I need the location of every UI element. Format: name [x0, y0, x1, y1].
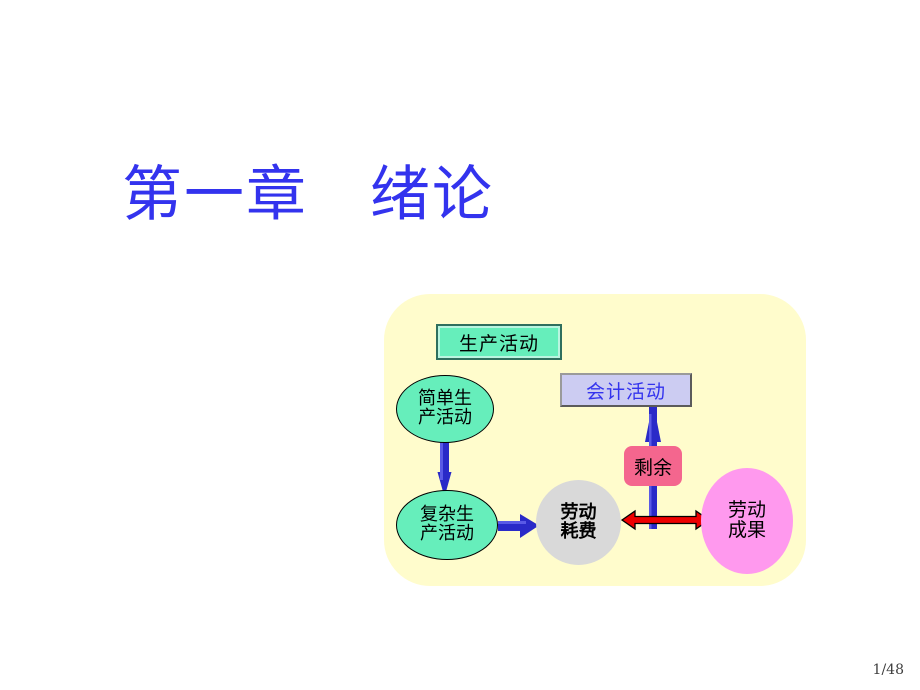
node-labor-result-label-line1: 劳动 [727, 499, 766, 522]
arrow-complex-to-cost [498, 514, 539, 538]
node-simple-production-label-line2: 产活动 [418, 407, 472, 428]
node-labor-result[interactable]: 劳动 成果 [701, 468, 793, 574]
arrow-cost-result-exchange [620, 509, 711, 531]
node-complex-production-label-line1: 复杂生 [420, 504, 474, 526]
node-production-label: 生产活动 [458, 332, 539, 355]
diagram-panel: 生产活动 会计活动 简单生 产活动 复杂生 产活动 劳动 耗费 [384, 294, 806, 586]
node-labor-cost-label-line1: 劳动 [560, 501, 597, 523]
node-labor-result-label-line2: 成果 [727, 519, 766, 541]
node-surplus-label: 剩余 [633, 456, 672, 479]
node-complex-production-label: 复杂生 产活动 [420, 504, 474, 544]
node-labor-cost[interactable]: 劳动 耗费 [536, 480, 621, 565]
page-title: 第一章 绪论 [122, 160, 494, 230]
node-complex-production[interactable]: 复杂生 产活动 [396, 490, 498, 560]
node-simple-production-label-line1: 简单生 [418, 388, 472, 410]
node-accounting-box[interactable]: 会计活动 [560, 373, 692, 407]
page-number: 1/48 [872, 662, 904, 678]
node-surplus-box[interactable]: 剩余 [624, 446, 682, 486]
node-simple-production-label: 简单生 产活动 [418, 388, 472, 428]
node-complex-production-label-line2: 产活动 [420, 523, 474, 544]
node-production-box[interactable]: 生产活动 [436, 324, 562, 360]
node-labor-result-label: 劳动 成果 [727, 499, 766, 541]
node-simple-production[interactable]: 简单生 产活动 [396, 375, 494, 443]
node-labor-cost-label: 劳动 耗费 [560, 501, 597, 542]
node-labor-cost-label-line2: 耗费 [560, 520, 597, 542]
node-accounting-label: 会计活动 [585, 380, 666, 403]
